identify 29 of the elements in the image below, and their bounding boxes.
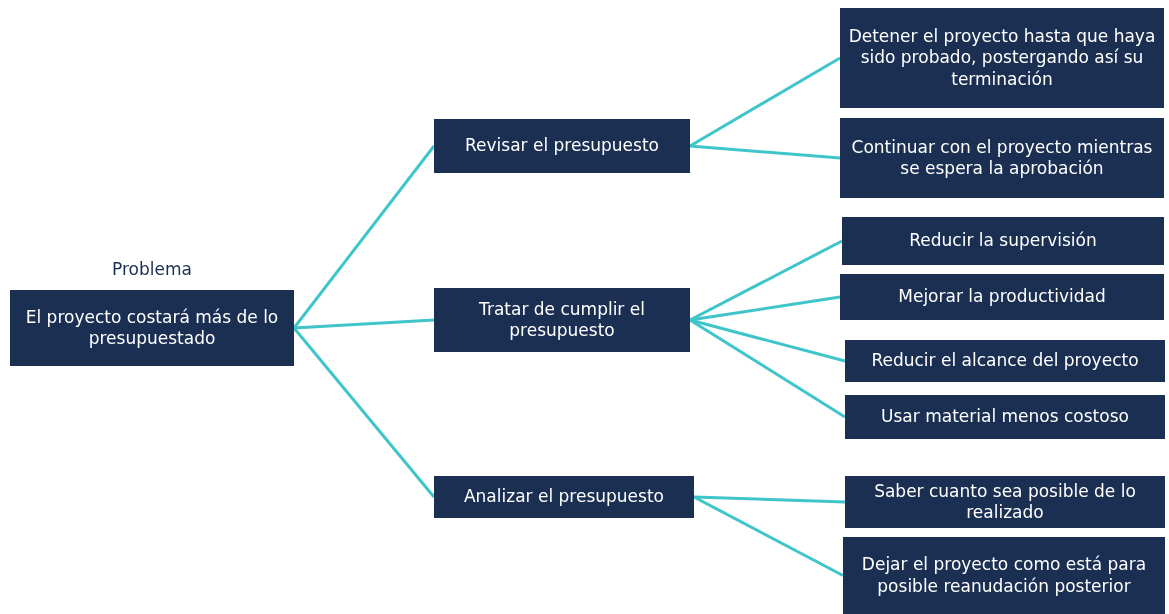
process-box — [843, 537, 1165, 614]
connector-line — [293, 318, 435, 330]
box-text: Revisar el presupuesto — [465, 135, 659, 157]
box-text: Detener el proyecto hasta que haya sido probado, postergando así su terminación — [847, 26, 1157, 90]
connector-line — [693, 495, 844, 577]
box-text: Continuar con el proyecto mientras se espera la aprobación — [850, 136, 1154, 180]
process-box — [840, 118, 1164, 198]
box-text: Saber cuanto sea posible de lo realizado — [873, 480, 1137, 524]
connector-line — [689, 56, 841, 148]
box-text: El proyecto costará más de lo presupuestado — [24, 306, 280, 350]
process-box — [842, 217, 1164, 265]
box-text: Analizar el presupuesto — [463, 486, 664, 508]
process-box — [845, 476, 1165, 528]
box-text: Reducir el alcance del proyecto — [871, 350, 1139, 372]
heading: Problema — [111, 259, 193, 281]
process-box — [840, 274, 1164, 320]
box-text: Dejar el proyecto como está para posible reanudación posterior — [860, 554, 1148, 597]
process-box — [434, 119, 690, 173]
box-text: Reducir la supervisión — [909, 230, 1097, 252]
box-text: Usar material menos costoso — [881, 406, 1129, 428]
process-box — [845, 340, 1165, 382]
process-box — [434, 476, 694, 518]
connector-line — [689, 144, 841, 160]
box-text: Mejorar la productividad — [898, 286, 1106, 308]
connector-line — [693, 495, 846, 504]
process-box — [434, 288, 690, 352]
box-text: Tratar de cumplir el presupuesto — [478, 298, 646, 342]
process-box — [840, 8, 1164, 108]
process-box — [845, 395, 1165, 439]
